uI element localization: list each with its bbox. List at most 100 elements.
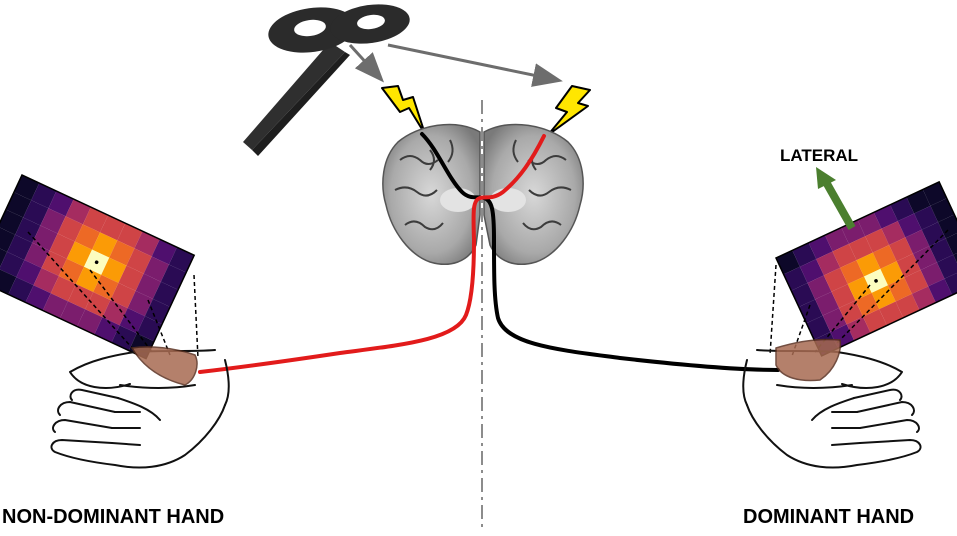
heatmap-cell <box>873 204 898 229</box>
heatmap-cell <box>102 300 128 326</box>
heatmap-cell <box>921 222 946 247</box>
heatmap-cell <box>13 175 40 201</box>
heatmap-cell <box>832 243 857 268</box>
heatmap-cell <box>151 239 177 265</box>
arrow-to-right-bolt <box>387 43 563 87</box>
heatmap-cell <box>865 228 890 253</box>
tms-coil-icon <box>243 4 410 156</box>
heatmap-cell <box>5 192 32 218</box>
heatmap-cell <box>862 309 887 334</box>
heatmap-border <box>775 180 957 357</box>
heatmap-cell <box>0 209 24 235</box>
heatmap-cell <box>33 267 59 294</box>
heatmap-cell <box>0 243 8 270</box>
heatmap-cell <box>799 259 824 284</box>
heatmap-cell <box>823 267 848 292</box>
heatmap-cell <box>7 234 33 260</box>
heatmap-cell <box>49 233 75 259</box>
dominant-hand-label: DOMINANT HAND <box>743 506 915 528</box>
heatmap-cell <box>66 241 93 267</box>
heatmap-cell <box>895 293 920 318</box>
heatmap-cell <box>906 189 931 214</box>
heatmap-cell <box>914 205 939 230</box>
heatmap-cell <box>48 191 74 217</box>
heatmap-cell <box>50 275 76 302</box>
arrow-to-left-bolt <box>348 43 385 83</box>
heatmap-cell <box>75 266 102 293</box>
muscle-icon <box>130 346 198 386</box>
heatmap-cell <box>880 261 905 286</box>
heatmap-cell <box>831 284 856 309</box>
heatmap-cell <box>816 251 841 276</box>
heatmap-cell <box>857 212 882 237</box>
heatmap-cell <box>110 282 136 309</box>
heatmap-cell <box>74 224 101 250</box>
muscle-icon <box>775 338 842 382</box>
heatmap-grid-right <box>775 180 957 357</box>
heatmap-cell <box>807 275 832 300</box>
heatmap-center-dot <box>94 260 99 265</box>
heatmap-cell <box>920 262 945 287</box>
ipsilateral-pathway <box>420 132 780 372</box>
heatmap-cell <box>840 260 865 285</box>
heatmap-cell <box>16 259 42 286</box>
brain-slice-icon <box>382 123 584 266</box>
heatmap-cell <box>67 284 94 310</box>
heatmap-cell <box>59 301 86 327</box>
heatmap-cell <box>791 283 816 307</box>
heatmap-cell <box>913 246 937 271</box>
heatmap-cell <box>136 316 163 342</box>
heatmap-cell <box>92 232 118 258</box>
heatmap-cell <box>938 214 957 239</box>
heatmap-cell <box>847 276 872 301</box>
heatmap-cell <box>85 292 111 318</box>
contralateral-pathway <box>198 134 546 374</box>
heatmap-cell <box>144 298 171 325</box>
heatmap-cell <box>42 293 68 319</box>
heatmap-cell <box>776 250 800 275</box>
heatmap-cell <box>879 301 904 326</box>
heatmap-cell <box>839 300 863 325</box>
heatmap-cell <box>871 285 896 310</box>
heatmap-cell <box>109 240 135 266</box>
heatmap-cell <box>904 270 929 294</box>
heatmap-cell <box>911 286 936 311</box>
heatmap-cell <box>856 252 881 277</box>
heatmap-cell <box>40 208 66 234</box>
heatmap-cell <box>134 231 160 257</box>
heatmap-cell <box>93 274 119 301</box>
non-dominant-hand-label: NON-DOMINANT HAND <box>2 506 225 528</box>
heatmap-cell <box>119 308 145 334</box>
heatmap-cell <box>65 199 91 225</box>
heatmap-cell <box>792 242 817 267</box>
heatmap-cell <box>798 299 823 324</box>
heatmap-cell <box>127 290 153 317</box>
heatmap-cell <box>890 197 915 222</box>
heatmap-cell <box>848 236 873 261</box>
hand-icon <box>50 349 230 469</box>
heatmap-cell <box>58 258 85 285</box>
lightning-bolt-icon <box>547 85 591 136</box>
heatmap-center-dot <box>874 279 878 283</box>
heatmap-cell <box>0 269 17 295</box>
heatmap-cell <box>82 207 109 233</box>
heatmap-cell <box>905 229 930 254</box>
heatmap-cell <box>101 257 127 283</box>
heatmap-border <box>0 174 196 360</box>
heatmap-cell <box>152 281 179 307</box>
heatmap-cell <box>855 292 880 317</box>
heatmap-cell <box>930 198 955 223</box>
heatmap-cell <box>57 216 83 242</box>
heatmap-cell <box>0 251 25 278</box>
lateral-label: LATERAL <box>780 146 859 165</box>
lightning-bolt-icon <box>381 85 426 135</box>
heatmap-cell <box>168 247 195 273</box>
heatmap-cell <box>887 277 912 302</box>
heatmap-cell <box>77 309 103 335</box>
heatmap-cell <box>808 235 833 260</box>
heatmap-cell <box>143 256 169 282</box>
heatmap-cell <box>23 200 49 226</box>
heatmap-cell <box>936 254 957 279</box>
heatmap-cell <box>118 265 144 291</box>
heatmap-cell <box>872 244 897 269</box>
